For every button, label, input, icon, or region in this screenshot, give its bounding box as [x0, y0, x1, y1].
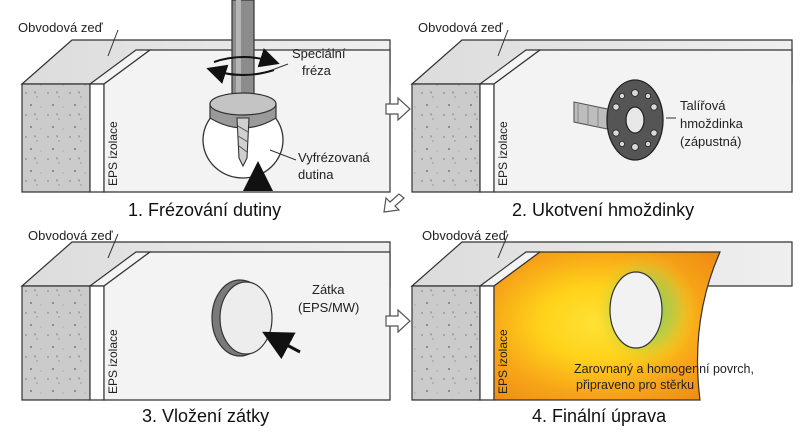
- callout-cavity-line1: Vyfrézovaná: [298, 150, 370, 165]
- panel-3-illustration: [20, 233, 391, 401]
- flow-arrows: [383, 96, 411, 334]
- wall-label-panel-1: Obvodová zeď: [18, 20, 103, 35]
- insulation-plug: [219, 281, 273, 355]
- eps-label-panel-2: EPS izolace: [496, 121, 510, 186]
- rotation-arrow: [213, 48, 280, 68]
- step-title-1: 1. Frézování dutiny: [128, 200, 282, 220]
- callout-finish-line1: Zarovnaný a homogenní povrch,: [574, 362, 754, 376]
- callout-tool-line1: Speciální: [292, 46, 346, 61]
- step-title-4: 4. Finální úprava: [532, 406, 667, 426]
- flow-arrow-1-to-2: [385, 96, 411, 122]
- callout-plug-line2: (EPS/MW): [298, 300, 360, 315]
- callout-anchor-line2: hmoždinka: [680, 116, 743, 131]
- eps-layer: [89, 83, 105, 193]
- callout-tool-line2: fréza: [302, 63, 331, 78]
- flow-arrow-2-to-3: [383, 193, 405, 213]
- callout-anchor-line1: Talířová: [680, 98, 726, 113]
- eps-label-panel-1: EPS izolace: [106, 121, 120, 186]
- callout-finish-line2: připraveno pro stěrku: [576, 378, 695, 392]
- wall-label-panel-2: Obvodová zeď: [418, 20, 503, 35]
- concrete-wall: [21, 83, 91, 193]
- callout-cavity-line2: dutina: [298, 167, 334, 182]
- panel-1-illustration: [20, 0, 391, 193]
- drill-shaft: [231, 0, 255, 99]
- step-title-3: 3. Vložení zátky: [142, 406, 270, 426]
- panel-4-illustration: [410, 233, 793, 401]
- wall-label-panel-3: Obvodová zeď: [28, 228, 113, 243]
- eps-label-panel-3: EPS izolace: [106, 329, 120, 394]
- wall-label-panel-4: Obvodová zeď: [422, 228, 507, 243]
- insert-direction-arrow: [262, 331, 301, 360]
- flow-arrow-3-to-4: [385, 308, 411, 334]
- callout-anchor-line3: (zápustná): [680, 134, 742, 149]
- step-title-2: 2. Ukotvení hmoždinky: [512, 200, 695, 220]
- flush-plug: [609, 271, 663, 349]
- panel-2-illustration: [410, 29, 793, 193]
- eps-label-panel-4: EPS izolace: [496, 329, 510, 394]
- callout-plug-line1: Zátka: [312, 282, 345, 297]
